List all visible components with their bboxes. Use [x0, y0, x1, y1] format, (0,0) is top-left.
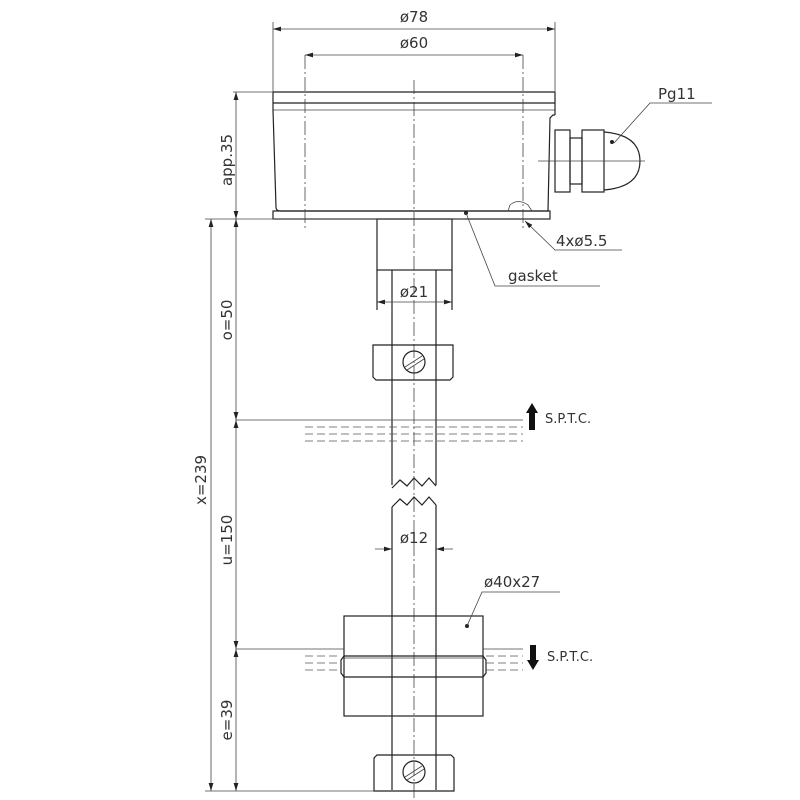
housing-height-label: app.35	[218, 134, 236, 186]
arrow-up-icon	[526, 403, 538, 430]
callout-gasket: gasket	[464, 211, 600, 287]
float	[340, 615, 487, 717]
dim-rod-diameter: ø12	[375, 529, 453, 552]
housing	[272, 91, 556, 220]
arrow-down-icon	[527, 645, 539, 670]
neck	[376, 218, 453, 271]
callout-float-size: ø40x27	[465, 573, 560, 628]
neck-diameter-label: ø21	[400, 283, 428, 301]
dim-inner-diameter: ø60	[305, 34, 523, 58]
dim-chain: app.35 o=50 u=150 e=39	[218, 92, 239, 791]
total-length-label: x=239	[192, 455, 210, 505]
cable-gland	[538, 129, 645, 193]
dim-neck-diameter: ø21	[377, 283, 452, 305]
mounting-holes-label: 4xø5.5	[556, 232, 607, 250]
lower-offset-label: e=39	[218, 700, 236, 741]
lower-collar	[373, 754, 455, 792]
upper-offset-label: o=50	[218, 300, 236, 341]
rod	[391, 270, 437, 790]
outer-diameter-label: ø78	[400, 8, 428, 26]
upper-level: S.P.T.C.	[236, 403, 591, 442]
inner-diameter-label: ø60	[400, 34, 428, 52]
upper-collar	[372, 344, 454, 381]
upper-level-label: S.P.T.C.	[545, 412, 591, 427]
switching-distance-label: u=150	[218, 515, 236, 566]
cable-gland-label: Pg11	[658, 85, 696, 103]
dim-outer-diameter: ø78	[272, 8, 556, 92]
lower-level: S.P.T.C.	[236, 645, 593, 671]
dim-total-length: x=239	[192, 219, 214, 791]
gasket-label: gasket	[508, 267, 558, 285]
rod-diameter-label: ø12	[400, 529, 428, 547]
float-size-label: ø40x27	[484, 573, 540, 591]
lower-level-label: S.P.T.C.	[547, 650, 593, 665]
callout-mounting-holes: 4xø5.5	[524, 220, 622, 251]
callout-cable-gland: Pg11	[613, 85, 712, 144]
